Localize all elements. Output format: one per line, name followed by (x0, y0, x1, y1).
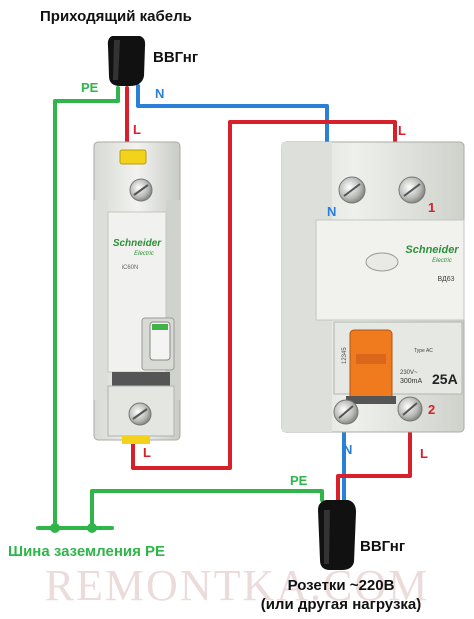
vvg-bottom-label: ВВГнг (360, 538, 405, 555)
ground-bus-terminal-1 (50, 523, 60, 533)
watermark: REMONTKA.COM (45, 561, 430, 610)
rcd-rating-voltage: 230V~ (400, 370, 418, 376)
phase-wire-rcd-out (336, 418, 412, 502)
breaker-model: iC60N (122, 265, 139, 271)
outgoing-cable (318, 500, 356, 570)
pe-top-label: PE (81, 80, 99, 95)
n-rcd-in-label: N (327, 204, 336, 219)
pe-wire-bottom (90, 489, 324, 530)
rcd-lever[interactable] (349, 329, 393, 401)
rcd-brand: Schneider (405, 244, 459, 256)
pe-bottom-label: PE (290, 473, 308, 488)
l-to-breaker-label: L (133, 122, 141, 137)
rcd-type: Type AC (414, 348, 433, 354)
sockets-label-line1: Розетки ~220В (288, 577, 395, 594)
term-1-label: 1 (428, 200, 435, 215)
pe-wire-top (53, 86, 120, 530)
l-to-rcd-label: L (398, 123, 406, 138)
neutral-wire-in (136, 84, 329, 152)
incoming-cable (107, 36, 146, 86)
rcd-device: Schneider Electric ВД63 12345 Type AC 23… (281, 141, 465, 433)
l-rcd-out-label: L (420, 446, 428, 461)
breaker-brand: Schneider (113, 238, 162, 249)
rcd-brand-sub: Electric (432, 258, 452, 264)
breaker-toggle[interactable] (149, 321, 171, 361)
rcd-model: ВД63 (437, 276, 454, 283)
term-2-label: 2 (428, 402, 435, 417)
breaker-top-clip (119, 149, 147, 165)
phase-wire-breaker-to-rcd (131, 120, 397, 470)
breaker-brand-sub: Electric (134, 251, 154, 257)
rcd-current: 25A (432, 371, 458, 387)
rcd-test-button[interactable] (365, 252, 399, 272)
n-top-label: N (155, 86, 164, 101)
ground-bus-label: Шина заземления PE (8, 543, 165, 560)
n-rcd-out-label: N (343, 442, 352, 457)
l-breaker-out-label: L (143, 445, 151, 460)
rcd-code: 12345 (342, 347, 348, 364)
sockets-label-line2: (или другая нагрузка) (261, 596, 422, 613)
ground-bus-terminal-2 (87, 523, 97, 533)
circuit-breaker: Schneider Electric iC60N (93, 141, 181, 444)
vvg-top-label: ВВГнг (153, 49, 198, 66)
incoming-cable-title: Приходящий кабель (40, 8, 192, 25)
rcd-rating-current: 300mA (400, 378, 423, 385)
